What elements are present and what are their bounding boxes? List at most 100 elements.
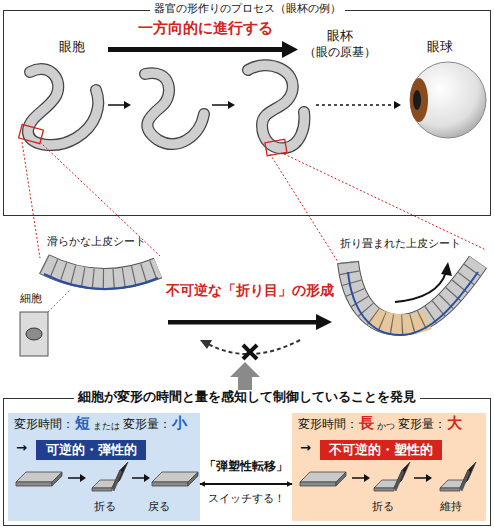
illustration-part — [20, 312, 48, 356]
panel-text: 折る — [94, 501, 116, 514]
illustration-part — [426, 474, 432, 482]
frame-title: 器官の形作りのプロセス（眼杯の例） — [150, 3, 345, 16]
illustration-part — [282, 41, 298, 58]
illustration-part — [348, 262, 478, 325]
cell-label: 細胞 — [20, 293, 42, 306]
illustration-part — [284, 154, 486, 250]
panel-text: 変形量： — [398, 418, 446, 432]
illustration-part — [168, 320, 318, 325]
illustration-part — [413, 90, 421, 110]
plastic-tag: 不可逆的・塑性的 — [320, 440, 442, 460]
elastic-panel-fill — [8, 413, 200, 521]
illustration-part — [200, 340, 212, 349]
panel-text: → — [16, 441, 27, 456]
illustration-part — [152, 472, 198, 486]
illustration-part — [132, 477, 144, 479]
illustration-part — [348, 262, 478, 325]
illustration-part — [228, 101, 235, 109]
illustration-part — [374, 462, 410, 491]
folded-sheet — [348, 262, 478, 335]
illustration-part — [145, 73, 204, 144]
illustration-part — [212, 104, 228, 106]
elastic-tag: 可逆的・弾性的 — [36, 440, 146, 460]
step-arrows — [108, 101, 401, 109]
illustration-part — [44, 274, 158, 289]
illustration-part — [270, 154, 338, 262]
transition-arrow — [200, 483, 292, 485]
optic-cup — [248, 65, 304, 148]
illustration-part — [352, 477, 364, 479]
illustration-part — [414, 477, 426, 479]
illustration-part — [40, 142, 160, 256]
illustration-part — [348, 272, 478, 335]
panel-text: 変形時間： — [14, 418, 74, 432]
illustration-part — [372, 316, 428, 324]
process-note: 不可逆な「折り目」の形成 — [166, 282, 334, 298]
cell — [20, 290, 70, 356]
illustration-part — [44, 264, 158, 279]
process-note: 一方向的に進行する — [138, 20, 273, 37]
illustration-part — [265, 139, 287, 155]
illustration-part — [68, 477, 80, 479]
illustration-part — [108, 104, 124, 106]
panel-text: 折る — [372, 501, 394, 514]
illustration-part — [92, 462, 128, 491]
elastic-paper — [16, 462, 198, 491]
panel-text: 小 — [172, 415, 187, 432]
elastic-panel: 変形時間：短または変形量：小 → 折る 戻る 可逆的・弾性的 — [8, 413, 200, 521]
illustration-part — [48, 290, 70, 312]
edge-label: 「弾塑性転移」 — [204, 460, 288, 474]
stage-label: 眼杯 — [327, 29, 353, 44]
illustration-part — [80, 474, 86, 482]
illustration-part — [440, 462, 476, 491]
illustration-part — [44, 264, 158, 279]
smooth-sheet — [44, 264, 158, 289]
panel-text: 大 — [447, 415, 462, 432]
irreversible-arrow — [168, 314, 332, 330]
illustration-part — [16, 472, 62, 486]
illustration-part — [22, 142, 40, 258]
panel-text: または — [93, 421, 120, 431]
illustration-part — [248, 65, 304, 148]
plastic-paper — [300, 462, 476, 491]
illustration-part — [144, 474, 150, 482]
panel-text: 長 — [359, 415, 374, 432]
sheet-label: 折り畳まれた上皮シート — [340, 238, 461, 251]
sheet-label: 滑らかな上皮シート — [47, 236, 146, 249]
zoom-markers — [19, 124, 486, 262]
illustration-part — [243, 345, 257, 359]
illustration-part — [28, 69, 98, 145]
illustration-part — [19, 124, 44, 143]
panel-text: 戻る — [148, 501, 170, 514]
illustration-part — [316, 314, 332, 330]
stage-label: 眼球 — [427, 40, 453, 55]
panel-text: 変形量： — [123, 418, 171, 432]
illustration-part — [364, 474, 370, 482]
panel-text: 変形時間： — [298, 418, 358, 432]
illustration-part — [348, 262, 478, 325]
intermediate-shape — [145, 73, 204, 144]
panel-text: → — [300, 441, 311, 456]
blocked-return-arrow — [200, 340, 300, 359]
panel-text: 短 — [75, 415, 90, 432]
tag-text: 可逆的・弾性的 — [46, 443, 137, 458]
optic-vesicle — [28, 69, 98, 145]
illustration-part — [243, 345, 257, 359]
illustration-part — [300, 472, 346, 486]
plastic-panel: 変形時間：長かつ変形量：大→折る維持不可逆的・塑性的 — [292, 413, 486, 521]
plastic-panel-fill — [292, 413, 486, 521]
stage-note: （眼の原基） — [304, 46, 376, 60]
eyeball — [410, 62, 486, 138]
illustration-part — [410, 62, 486, 138]
illustration-part — [395, 272, 446, 302]
illustration-part — [441, 262, 452, 276]
illustration-part — [316, 104, 394, 106]
illustration-part — [26, 328, 42, 340]
illustration-part — [248, 65, 304, 148]
panel-text: 維持 — [440, 501, 462, 514]
illustration-part — [124, 101, 131, 109]
stage-label: 眼胞 — [59, 40, 85, 55]
illustration-part — [145, 73, 204, 144]
tag-text: 不可逆的・塑性的 — [329, 443, 433, 458]
